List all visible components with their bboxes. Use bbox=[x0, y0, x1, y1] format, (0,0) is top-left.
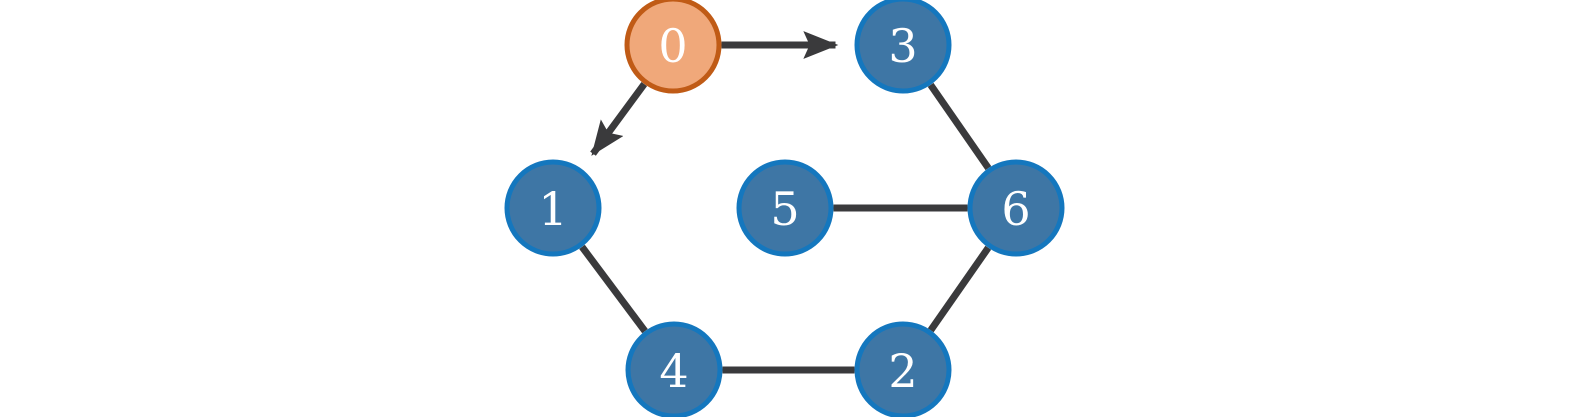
node-circle[interactable] bbox=[736, 159, 834, 257]
node-circle[interactable] bbox=[967, 159, 1065, 257]
graph-edge bbox=[927, 82, 992, 171]
node-circle[interactable] bbox=[504, 159, 602, 257]
node-layer: 0 3 1 5 6 4 2 bbox=[504, 0, 1065, 417]
graph-node[interactable]: 2 bbox=[854, 321, 952, 417]
graph-edge bbox=[927, 245, 992, 333]
graph-node[interactable]: 3 bbox=[854, 0, 952, 94]
graph-edge-directed bbox=[590, 81, 648, 156]
edge-layer bbox=[579, 31, 992, 374]
node-circle[interactable] bbox=[854, 0, 952, 94]
graph-node[interactable]: 5 bbox=[736, 159, 834, 257]
graph-node[interactable]: 1 bbox=[504, 159, 602, 257]
graph-node[interactable]: 0 bbox=[624, 0, 722, 94]
node-circle[interactable] bbox=[625, 321, 723, 417]
graph-edge bbox=[579, 244, 648, 334]
node-circle[interactable] bbox=[624, 0, 722, 94]
node-circle[interactable] bbox=[854, 321, 952, 417]
graph-node[interactable]: 4 bbox=[625, 321, 723, 417]
graph-node[interactable]: 6 bbox=[967, 159, 1065, 257]
